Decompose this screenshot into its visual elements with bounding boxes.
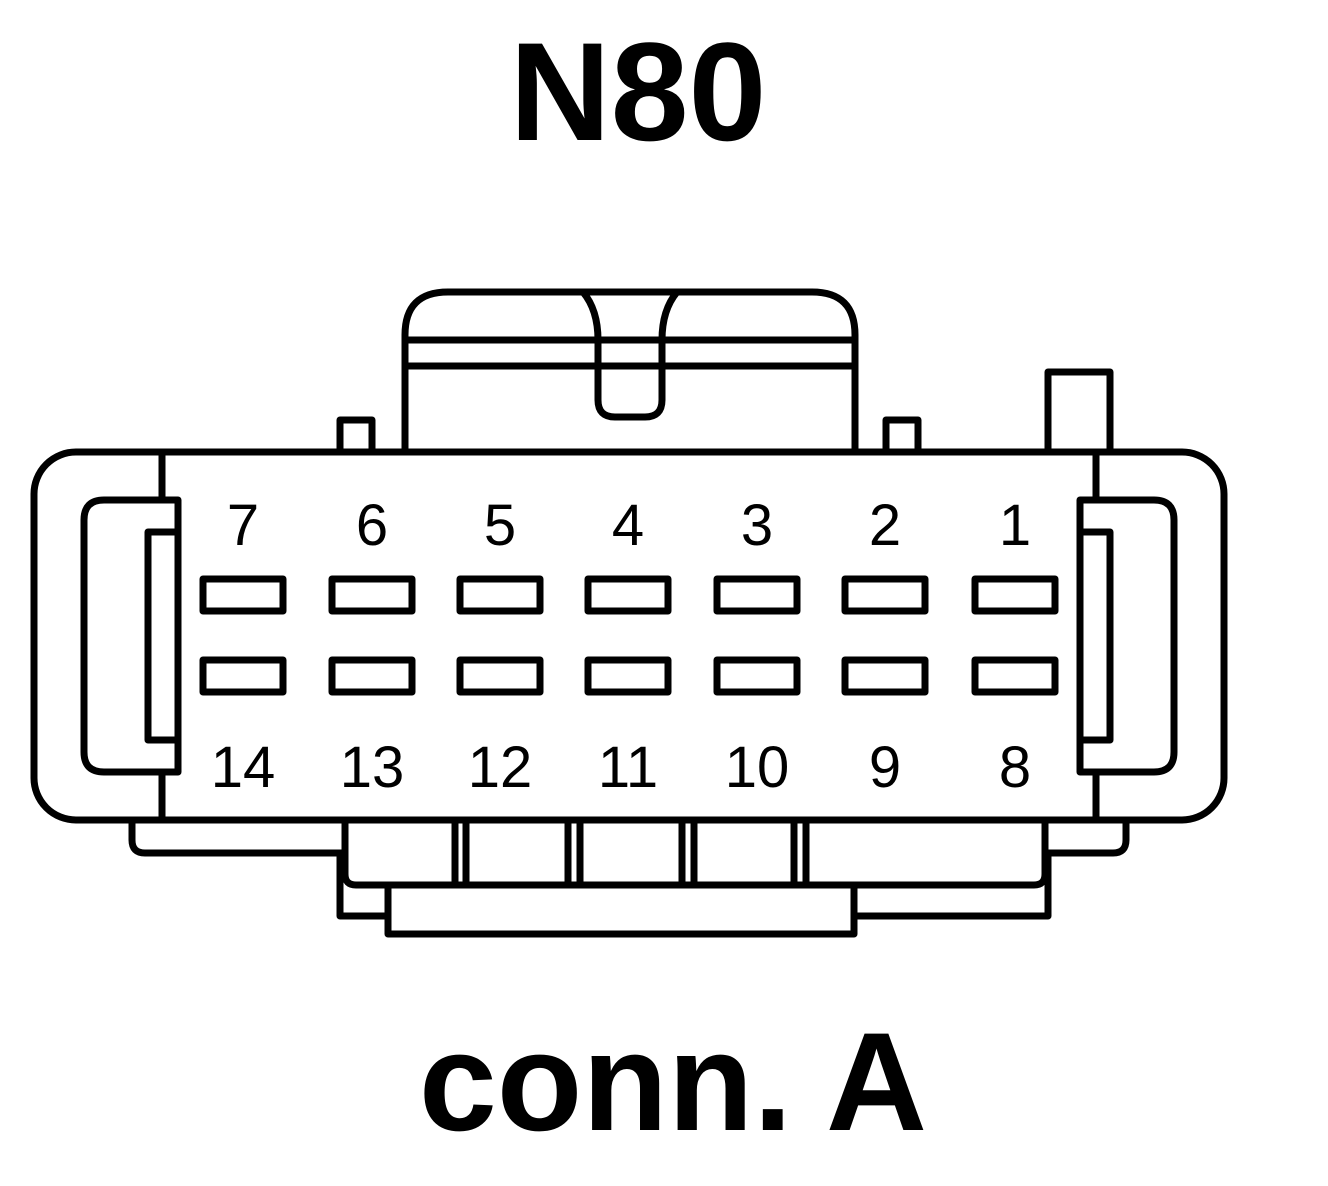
pin-number-label: 1 — [999, 493, 1031, 558]
pin-number-label: 12 — [468, 735, 533, 800]
pin-slot — [971, 656, 1059, 696]
pin-number-label: 10 — [725, 735, 790, 800]
latch-notch — [580, 289, 680, 421]
pin-slot — [971, 575, 1059, 615]
pin-number-label: 11 — [598, 735, 658, 800]
pin-number-label: 8 — [999, 735, 1031, 800]
pin-slot — [584, 656, 672, 696]
bottom-rail — [128, 812, 349, 857]
pin-slot — [713, 575, 801, 615]
pin-slot — [199, 575, 287, 615]
pin-number-label: 14 — [211, 735, 276, 800]
pin-slot — [841, 656, 929, 696]
pin-number-label: 3 — [741, 493, 773, 558]
tab-right — [882, 416, 922, 458]
bottom-rail-right — [1041, 812, 1130, 857]
connector-title: N80 — [509, 13, 767, 170]
pin-slot — [841, 575, 929, 615]
connector-caption: conn. A — [418, 1003, 928, 1160]
pin-slot — [713, 656, 801, 696]
pin-number-label: 9 — [869, 735, 901, 800]
pin-number-label: 2 — [869, 493, 901, 558]
side-clip-left-inner — [144, 528, 182, 744]
pin-array: 7 6 5 4 3 2 1 14 13 12 11 10 9 8 — [199, 493, 1059, 800]
pin-slot — [328, 656, 416, 696]
pin-slot — [199, 656, 287, 696]
pin-slot — [456, 575, 544, 615]
pin-number-label: 5 — [484, 493, 516, 558]
latch — [401, 288, 859, 459]
tab-post — [1044, 368, 1114, 458]
pin-number-label: 13 — [340, 735, 405, 800]
pin-slot — [328, 575, 416, 615]
pin-number-label: 4 — [612, 493, 644, 558]
pin-number-label: 6 — [356, 493, 388, 558]
bottom-bar-dividers — [451, 820, 810, 885]
pin-number-label: 7 — [227, 493, 259, 558]
housing — [30, 448, 1228, 824]
pin-slot — [456, 656, 544, 696]
pin-slot — [584, 575, 672, 615]
side-clip-right-inner — [1076, 528, 1114, 744]
